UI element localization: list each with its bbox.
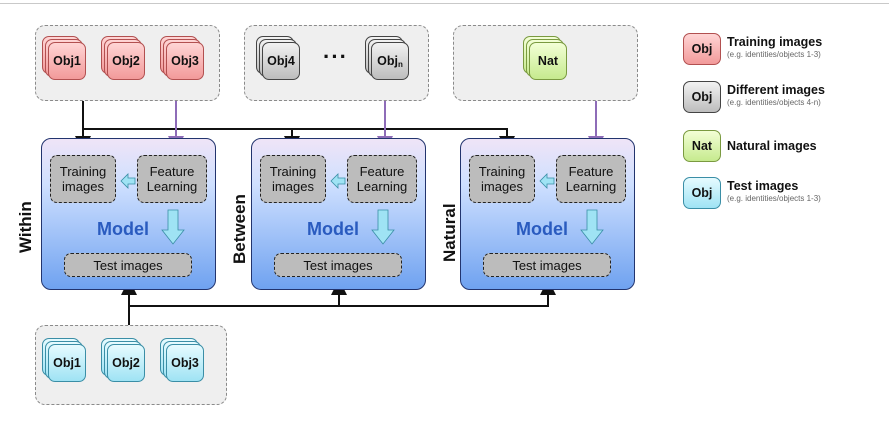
different-ellipsis: ··· xyxy=(323,44,348,69)
training-stack-3: Obj3 xyxy=(160,36,204,80)
feature-learning-box: Feature Learning xyxy=(137,155,207,203)
training-images-box: Training images xyxy=(50,155,116,203)
legend-swatch-different: Obj xyxy=(683,81,721,113)
test-stack-2: Obj2 xyxy=(101,338,145,382)
legend-sub: (e.g. identities/objects 4-n) xyxy=(727,98,821,107)
model-label: Model xyxy=(516,219,568,239)
test-stack-3: Obj3 xyxy=(160,338,204,382)
legend-title: Different images xyxy=(727,83,825,97)
side-label-natural: Natural xyxy=(440,203,459,262)
model-box-between: Training images Feature Learning Model T… xyxy=(251,138,426,290)
top-divider xyxy=(0,3,889,4)
legend-sub: (e.g. identities/objects 1-3) xyxy=(727,50,821,59)
training-stack-1: Obj1 xyxy=(42,36,86,80)
test-images-box: Test images xyxy=(483,253,611,277)
model-box-natural: Training images Feature Learning Model T… xyxy=(460,138,635,290)
feature-learning-box: Feature Learning xyxy=(347,155,417,203)
legend-sub: (e.g. identities/objects 1-3) xyxy=(727,194,821,203)
different-last-label: Obj xyxy=(377,54,398,68)
legend-title: Training images xyxy=(727,35,823,49)
legend-title: Natural images xyxy=(727,139,817,153)
model-label: Model xyxy=(97,219,149,239)
model-box-within: Training images Feature Learning Model T… xyxy=(41,138,216,290)
training-images-box: Training images xyxy=(469,155,535,203)
different-last-subscript: n xyxy=(397,59,403,69)
test-images-box: Test images xyxy=(64,253,192,277)
test-images-box: Test images xyxy=(274,253,402,277)
feature-learning-box: Feature Learning xyxy=(556,155,626,203)
legend-swatch-test: Obj xyxy=(683,177,721,209)
natural-stack: Nat xyxy=(523,36,567,80)
training-stack-2: Obj2 xyxy=(101,36,145,80)
test-stack-1: Obj1 xyxy=(42,338,86,382)
legend-title: Test images xyxy=(727,179,799,193)
side-label-between: Between xyxy=(230,194,249,264)
training-images-box: Training images xyxy=(260,155,326,203)
legend-swatch-training: Obj xyxy=(683,33,721,65)
legend-swatch-natural: Nat xyxy=(683,130,721,162)
different-stack-first: Obj4 xyxy=(256,36,300,80)
side-label-within: Within xyxy=(16,201,35,253)
model-label: Model xyxy=(307,219,359,239)
